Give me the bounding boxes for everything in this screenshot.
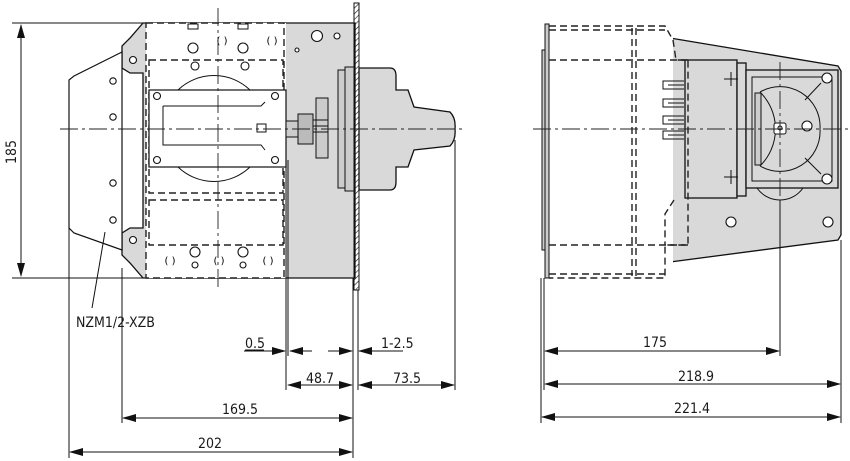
dim-169-5-label: 169.5 <box>222 402 258 418</box>
end-view: 175 218.9 221.4 <box>533 23 850 423</box>
part-leader-line <box>91 231 106 309</box>
dim-202-label: 202 <box>198 436 222 452</box>
dim-218-9-label: 218.9 <box>678 369 714 385</box>
bottom-terminals: ( ) ( ) ( ) <box>165 246 274 269</box>
svg-text:( ): ( ) <box>214 256 225 267</box>
dim-221-4-label: 221.4 <box>674 401 710 417</box>
panel-door <box>353 2 360 291</box>
dim-1-2-5-label: 1-2.5 <box>381 336 414 352</box>
svg-text:( ): ( ) <box>217 36 228 47</box>
rotary-handle <box>358 67 456 191</box>
terminal-clips <box>662 80 684 140</box>
side-view: 185 ( ) ( ) <box>4 2 465 458</box>
top-terminals: ( ) ( ) <box>187 23 278 54</box>
dim-175-label: 175 <box>643 335 667 351</box>
svg-text:( ): ( ) <box>165 256 176 267</box>
height-dimension-label: 185 <box>4 140 20 164</box>
dim-48-7-label: 48.7 <box>306 371 334 387</box>
dim-0-5-label: 0.5 <box>245 336 265 352</box>
svg-text:( ): ( ) <box>263 256 274 267</box>
svg-text:( ): ( ) <box>267 36 278 47</box>
dim-73-5-label: 73.5 <box>393 371 421 387</box>
part-label: NZM1/2-XZB <box>76 315 155 331</box>
